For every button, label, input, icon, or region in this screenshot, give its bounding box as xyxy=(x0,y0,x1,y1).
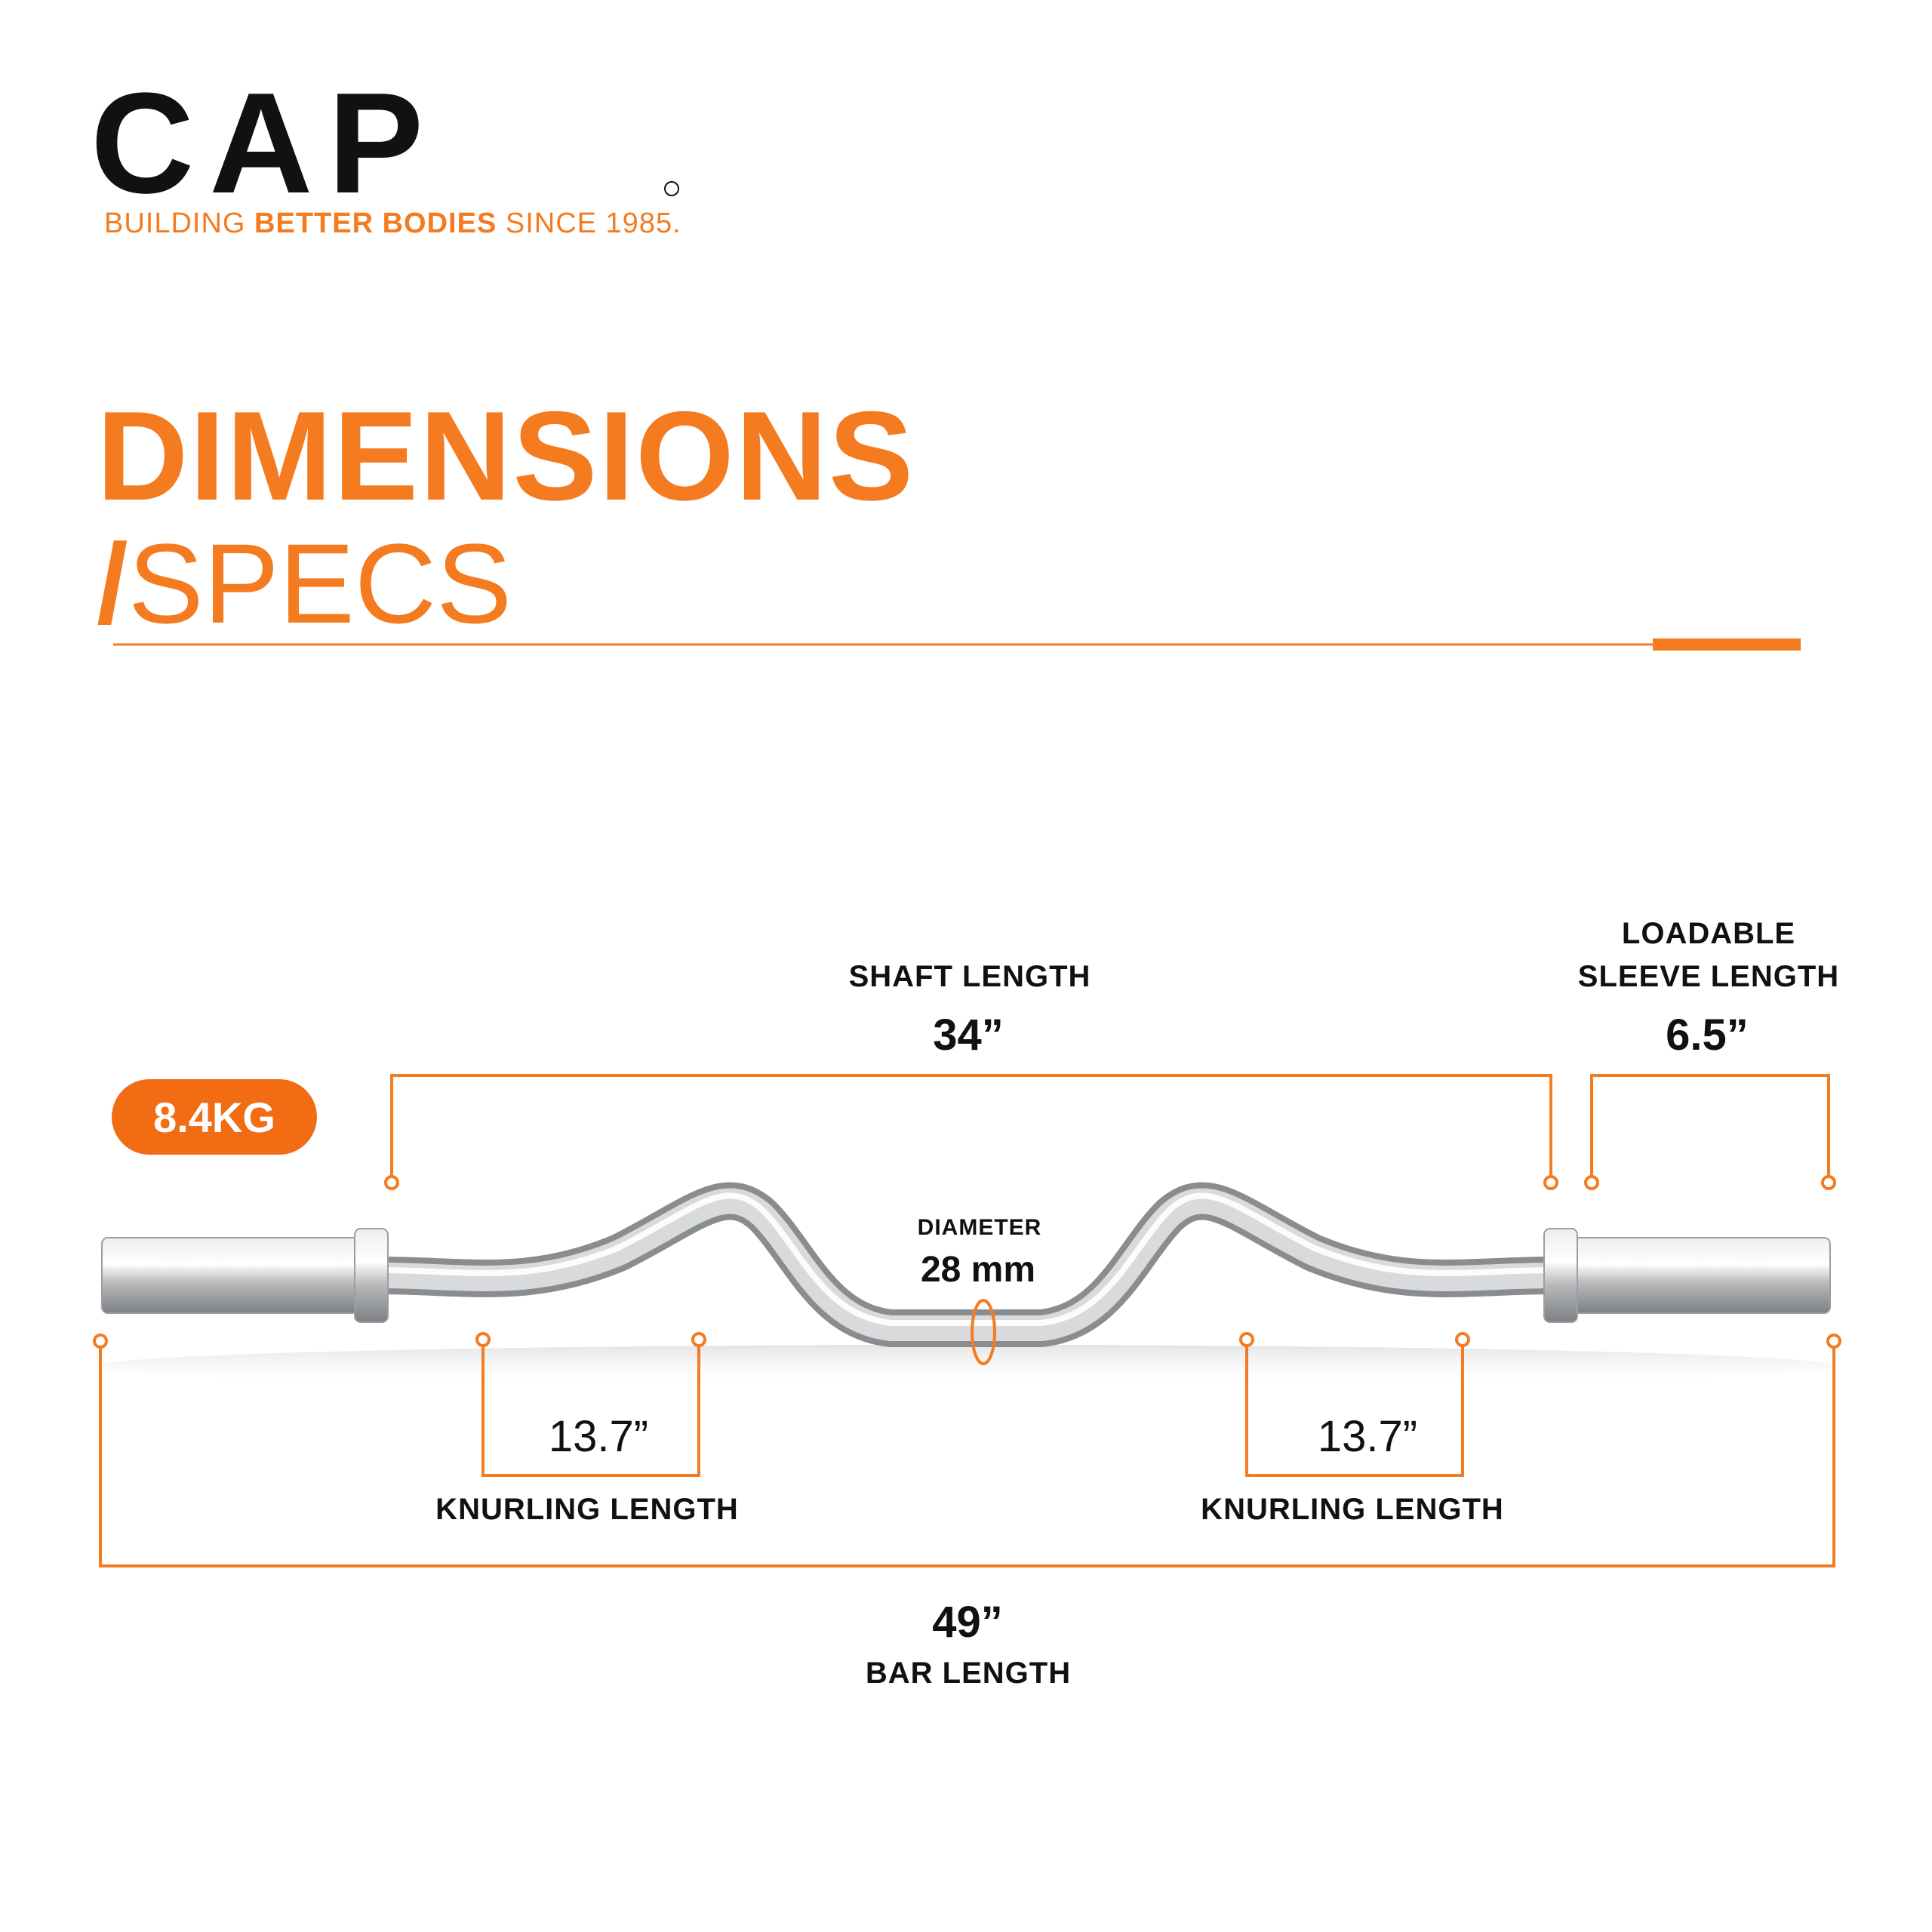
shaft-length-value: 34” xyxy=(933,1011,1004,1060)
sleeve-length-label-line2: SLEEVE LENGTH xyxy=(1577,960,1840,993)
bar-shaft-shine xyxy=(374,1192,1558,1326)
knurling-right-value: 13.7” xyxy=(1317,1412,1418,1461)
knurling-left-value: 13.7” xyxy=(548,1412,649,1461)
bar-length-label: BAR LENGTH xyxy=(865,1657,1072,1690)
sleeve-length-value: 6.5” xyxy=(1666,1011,1749,1060)
shaft-length-label: SHAFT LENGTH xyxy=(848,960,1091,993)
weight-badge: 8.4KG xyxy=(112,1079,317,1155)
shaft-bracket xyxy=(390,1074,1552,1177)
bar-shadow xyxy=(98,1345,1834,1387)
page-subtitle: /SPECS xyxy=(97,520,512,647)
right-sleeve xyxy=(1573,1237,1831,1314)
sleeve-bracket xyxy=(1590,1074,1830,1177)
sleeve-length-label-line1: LOADABLE xyxy=(1621,917,1796,950)
cap-logo: CAP xyxy=(91,75,679,204)
bar-length-value: 49” xyxy=(932,1598,1003,1647)
bar-shaft-highlight xyxy=(365,1188,1567,1341)
knurling-left-label: KNURLING LENGTH xyxy=(435,1493,739,1526)
knurling-right-bracket xyxy=(1245,1337,1464,1477)
page-title: DIMENSIONS xyxy=(97,385,915,527)
bar-length-bracket xyxy=(99,1339,1835,1567)
knurling-left-bracket xyxy=(481,1337,700,1477)
logo-text: CAP xyxy=(91,75,438,204)
dimension-endpoints xyxy=(93,1175,1841,1349)
header-divider-accent xyxy=(1653,638,1801,651)
dimension-lines xyxy=(99,1074,1835,1567)
tagline: BUILDING BETTER BODIES SINCE 1985. xyxy=(104,208,681,239)
diameter-value: 28 mm xyxy=(920,1250,1036,1290)
diameter-label: DIAMETER xyxy=(917,1215,1042,1240)
right-collar xyxy=(1543,1228,1578,1323)
left-sleeve xyxy=(101,1237,359,1314)
left-collar xyxy=(354,1228,389,1323)
diameter-indicator xyxy=(971,1299,996,1365)
registered-icon xyxy=(664,181,679,196)
knurling-right-label: KNURLING LENGTH xyxy=(1201,1493,1504,1526)
